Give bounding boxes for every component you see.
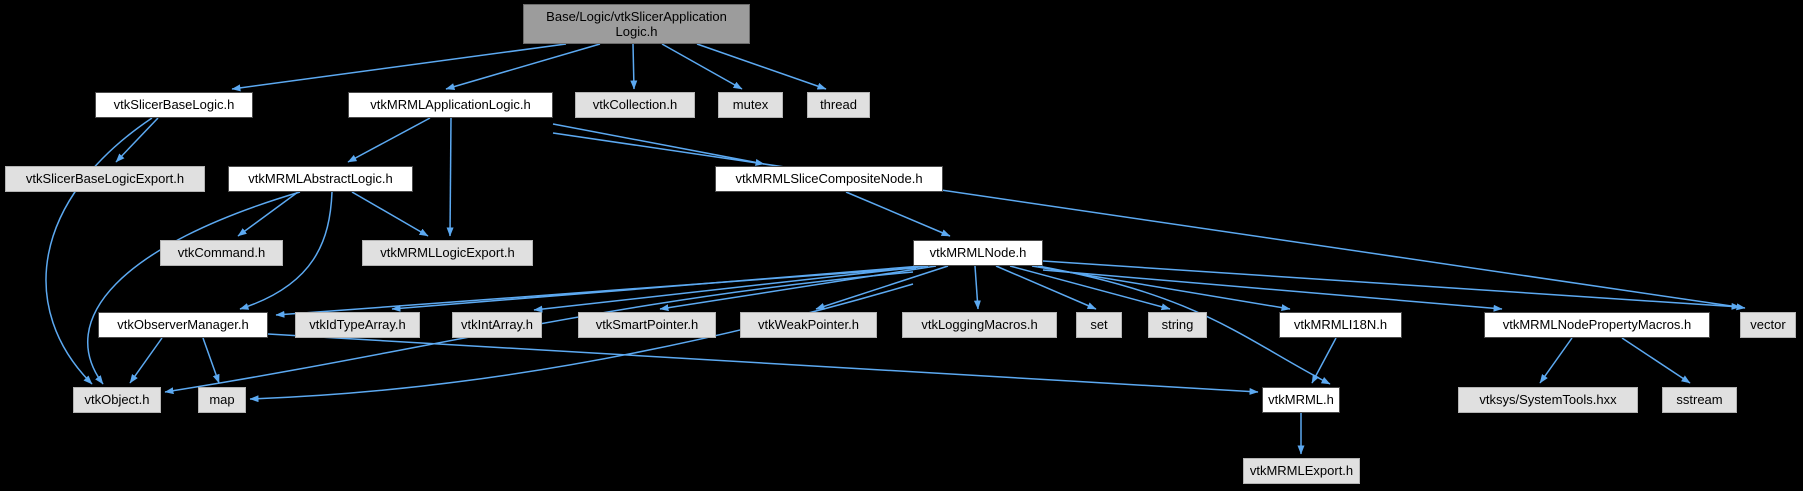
node-base-logic-vtkslicerapplicationlogic-h: Base/Logic/vtkSlicerApplication Logic.h (523, 4, 750, 44)
node-vtkmrmlexport-h: vtkMRMLExport.h (1243, 458, 1360, 484)
edge-root-to-vtkmrmlapplicationlogic (445, 43, 601, 90)
node-vtkcollection-h: vtkCollection.h (575, 92, 695, 118)
edge-vtkmrmlnode-to-string (1009, 265, 1171, 311)
edge-propertymacros-to-systemtools (1539, 337, 1573, 384)
node-vtkweakpointer-h: vtkWeakPointer.h (740, 312, 877, 338)
node-vtkslicerbaselogic-h[interactable]: vtkSlicerBaseLogic.h (95, 92, 253, 118)
node-vtkslicerbaselogicexport-h: vtkSlicerBaseLogicExport.h (5, 166, 205, 192)
edge-vtkmrmlnode-to-map (249, 283, 914, 403)
edge-abstractlogic-to-logicexport (351, 191, 429, 237)
edge-observermanager-to-vtkobject (129, 337, 163, 384)
node-vtkobservermanager-h[interactable]: vtkObserverManager.h (98, 312, 268, 338)
edge-vtkmrmlnode-to-set (995, 265, 1097, 310)
edge-vtkmrmlnode-to-vtksmartpointer (659, 265, 937, 312)
edge-vtkmrmlnode-to-vtkweakpointer (815, 265, 949, 310)
edge-applogic-to-logicexport (446, 117, 454, 237)
edge-applogic-to-abstractlogic (347, 117, 431, 163)
node-vtksmartpointer-h: vtkSmartPointer.h (578, 312, 716, 338)
edge-slicecomposite-to-vtkmrmlnode (845, 191, 951, 237)
node-vtkmrmlapplicationlogic-h[interactable]: vtkMRMLApplicationLogic.h (348, 92, 553, 118)
node-sstream: sstream (1662, 387, 1737, 413)
edge-abstractlogic-to-vtkobject (87, 191, 301, 385)
node-mutex: mutex (718, 92, 783, 118)
edge-root-to-vtkcollection (630, 43, 638, 90)
node-string: string (1148, 312, 1207, 338)
edge-root-to-vtkslicerbaselogic (231, 43, 567, 92)
edge-vtkslicerbaselogic-to-vtkobject (45, 117, 153, 385)
node-vtkmrmlnode-h[interactable]: vtkMRMLNode.h (913, 240, 1043, 266)
node-set: set (1076, 312, 1122, 338)
edge-abstractlogic-to-observermanager (239, 191, 333, 310)
edge-vtkmrmlnode-to-vtkloggingmacros (973, 265, 981, 310)
node-vector: vector (1740, 312, 1796, 338)
node-vtkmrmli18n-h[interactable]: vtkMRMLI18N.h (1279, 312, 1402, 338)
node-vtkintarray-h: vtkIntArray.h (452, 312, 542, 338)
edge-observermanager-to-vtkmrml (267, 333, 1259, 395)
edge-vtkmrmli18n-to-vtkmrml (1311, 337, 1337, 384)
edge-applogic-to-vector (552, 132, 1746, 311)
node-vtkobject-h: vtkObject.h (73, 387, 161, 413)
node-map: map (198, 387, 246, 413)
node-vtkmrmlabstractlogic-h[interactable]: vtkMRMLAbstractLogic.h (228, 166, 413, 192)
edge-applogic-to-slicecompositenode (552, 123, 765, 166)
node-thread: thread (807, 92, 870, 118)
node-vtkmrmlnodepropertymacros-h[interactable]: vtkMRMLNodePropertyMacros.h (1484, 312, 1710, 338)
edge-vtkmrmlnode-to-vector (1042, 260, 1741, 310)
edge-root-to-thread (696, 43, 827, 90)
edge-abstractlogic-to-vtkcommand (237, 191, 299, 237)
node-vtkidtypearray-h: vtkIdTypeArray.h (295, 312, 420, 338)
node-vtkmrml-h[interactable]: vtkMRML.h (1262, 387, 1340, 413)
node-vtkloggingmacros-h: vtkLoggingMacros.h (902, 312, 1057, 338)
edge-propertymacros-to-sstream (1621, 337, 1691, 384)
node-vtkmrmlslicecompositenode-h[interactable]: vtkMRMLSliceCompositeNode.h (715, 166, 943, 192)
edge-vtkmrmlnode-to-vtkmrml (1037, 265, 1331, 385)
edge-vtkmrmlnode-to-vtkintarray (533, 265, 929, 313)
edge-vtkmrmlnode-to-vtkidtypearray (391, 265, 923, 312)
edge-observermanager-to-map (202, 337, 220, 384)
edge-vtkslicerbaselogic-to-export (115, 117, 159, 163)
node-vtksys-systemtools-hxx: vtksys/SystemTools.hxx (1458, 387, 1638, 413)
edge-root-to-mutex (661, 43, 743, 90)
node-vtkcommand-h: vtkCommand.h (160, 240, 283, 266)
node-vtkmrmllogicexport-h: vtkMRMLLogicExport.h (362, 240, 533, 266)
edge-vtkmrmlnode-to-propertymacros (1042, 269, 1503, 312)
